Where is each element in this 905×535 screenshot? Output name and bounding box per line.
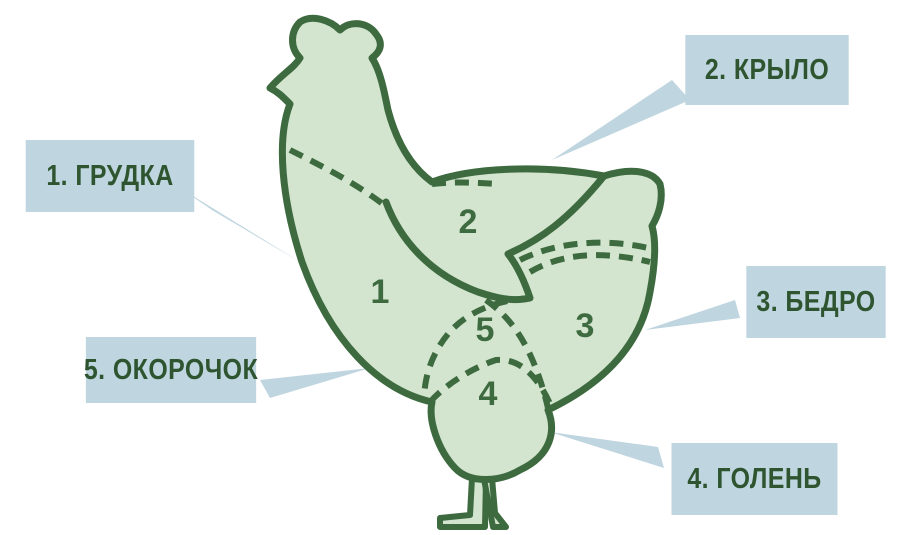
pointer-okorochok <box>260 368 370 398</box>
label-grudka: 1. ГРУДКА <box>25 140 195 212</box>
part-number-4: 4 <box>479 375 498 413</box>
label-bedro: 3. БЕДРО <box>746 266 886 338</box>
label-golen: 4. ГОЛЕНЬ <box>671 443 838 515</box>
cut-lines <box>288 147 651 410</box>
part-number-1: 1 <box>371 273 390 311</box>
pointer-krylo <box>552 80 690 160</box>
label-krylo: 2. КРЫЛО <box>685 35 849 105</box>
chicken-body <box>266 14 665 483</box>
part-number-5: 5 <box>476 311 495 349</box>
legs <box>437 475 509 530</box>
pointer-bedro <box>645 300 740 330</box>
pointer-grudka <box>180 188 300 262</box>
label-okorochok: 5. ОКОРОЧОК <box>84 337 258 403</box>
pointer-golen <box>550 432 664 468</box>
part-number-2: 2 <box>459 203 478 241</box>
part-number-3: 3 <box>576 307 595 345</box>
